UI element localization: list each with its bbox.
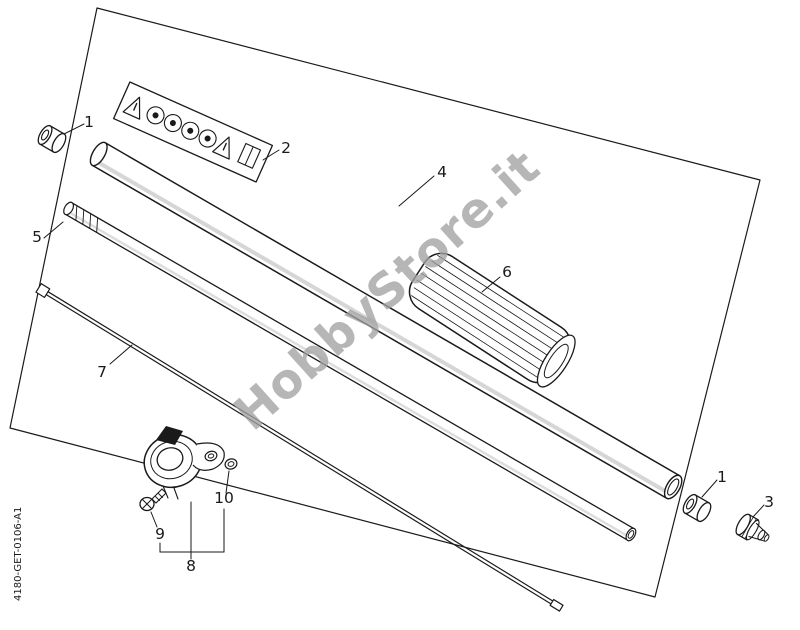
document-code: 4180-GET-0106-A1 [13,507,24,601]
pictogram-circle-icon [146,106,165,125]
callout-protective-tube: 5 [32,228,42,246]
tube-open-end-upper [89,141,108,167]
leader-collar-lower [701,479,718,498]
leader-grip-sleeve [481,276,501,293]
leader-nut [225,470,230,494]
callout-support-clamp: 8 [186,557,196,575]
leader-end-cap [752,504,765,518]
part-collar-lower [682,493,712,523]
callout-information-label: 2 [281,139,291,157]
leader-collar-upper [63,123,85,135]
part-grip-sleeve [408,252,576,388]
part-end-cap [735,513,770,542]
clamp-ear-hole [204,450,218,462]
callout-numbers: 1 2 4 5 6 7 1 3 10 9 8 [32,113,774,575]
pictogram-circle-icon [163,114,182,133]
part-protective-tube [63,201,637,542]
callout-nut: 10 [214,489,234,507]
callout-leader-lines [43,123,765,560]
callout-end-cap: 3 [764,493,774,511]
part-information-label [112,81,274,183]
warning-triangle-icon [122,96,141,120]
clamp-top-tab [156,426,183,445]
leader-protective-tube [43,221,64,239]
pictogram-circle-icon [198,129,217,148]
part-support-clamp [143,426,225,500]
leader-screw [150,511,158,528]
part-drive-tube [89,141,683,500]
leader-information-label [262,149,280,161]
shaft-tip [549,598,564,612]
callout-screw: 9 [155,525,165,543]
shaft-square-end [35,283,51,298]
part-nut [224,458,238,470]
callout-grip-sleeve: 6 [502,263,512,281]
callout-collar-upper: 1 [84,113,94,131]
part-screw [139,488,167,512]
callout-drive-shaft: 7 [97,363,107,381]
pictogram-circle-icon [181,121,200,140]
callout-collar-lower: 1 [717,468,727,486]
part-collar-upper [37,124,67,154]
leader-drive-shaft [109,344,133,365]
leader-drive-tube [398,175,435,207]
warning-triangle-icon [212,136,230,160]
callout-drive-tube: 4 [437,163,447,181]
